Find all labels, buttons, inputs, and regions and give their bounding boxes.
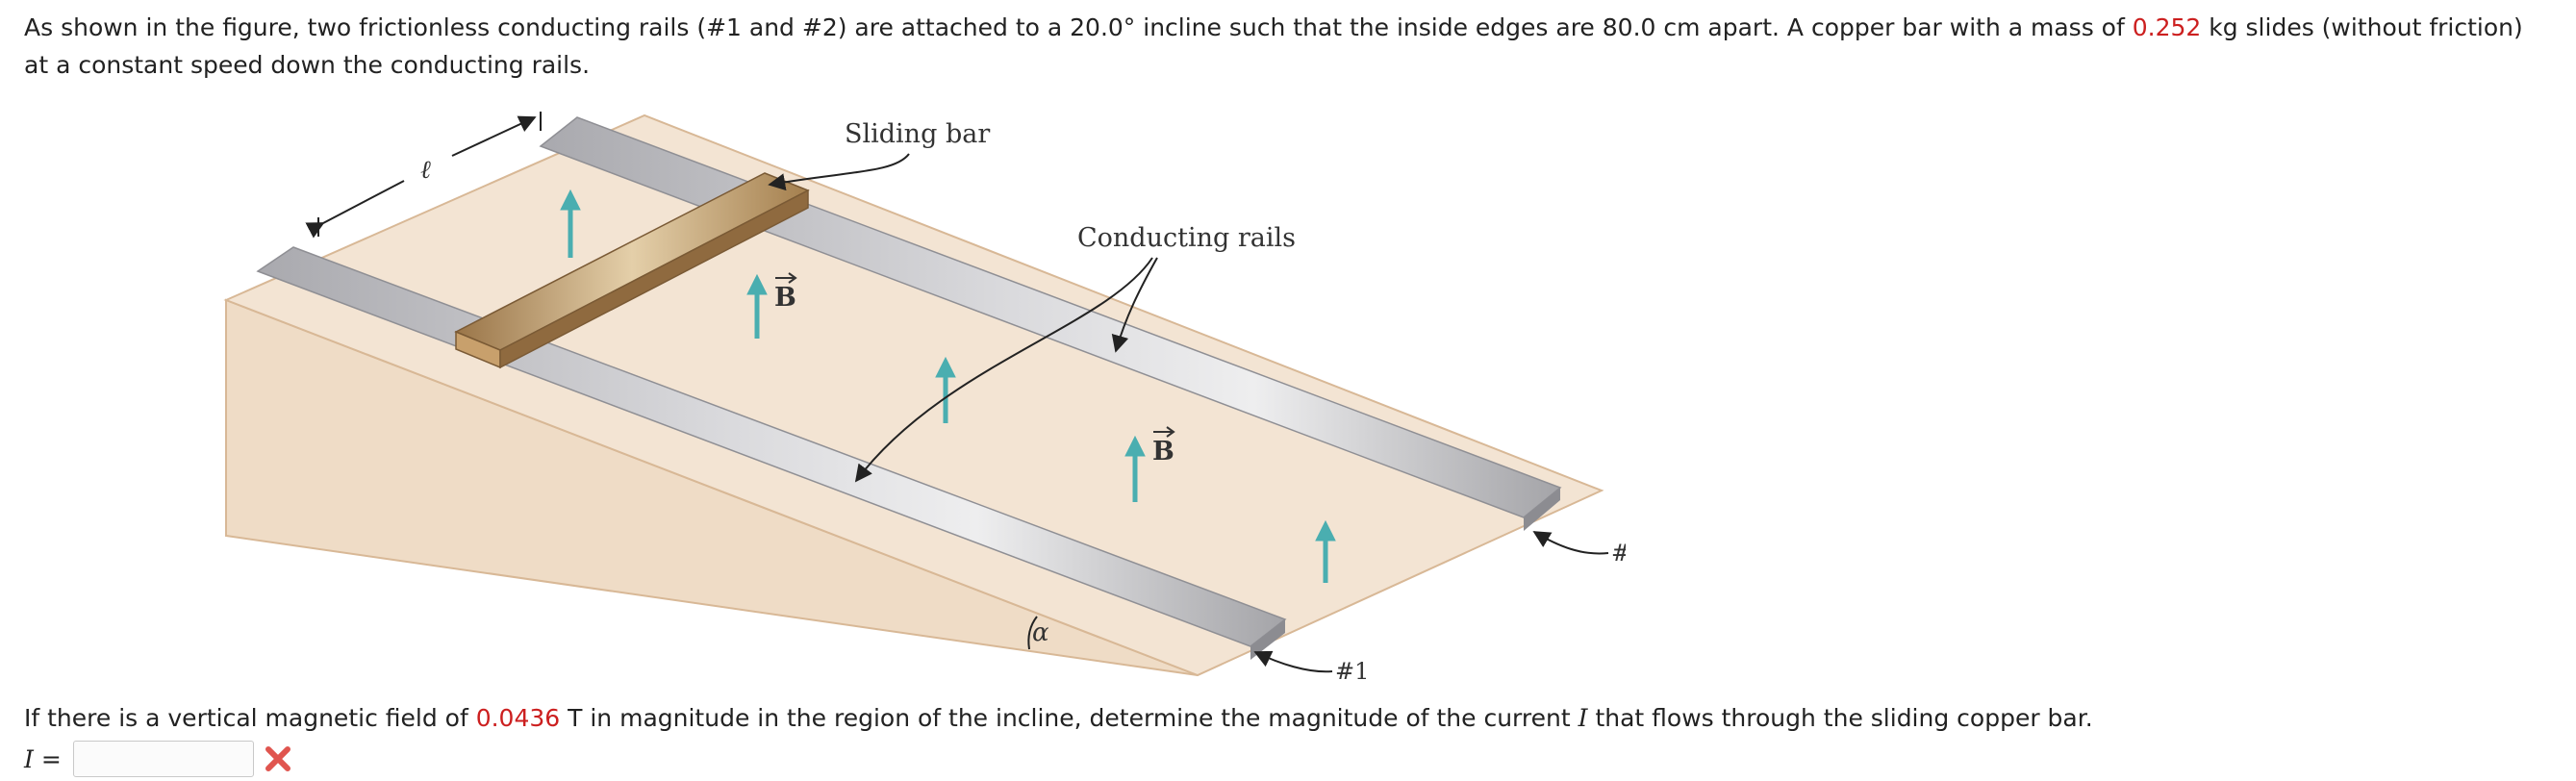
conducting-rails-label: Conducting rails (1077, 223, 1296, 253)
question-statement: If there is a vertical magnetic field of… (24, 699, 2554, 737)
angle-label: α (1032, 618, 1049, 647)
length-label: ℓ (420, 156, 431, 185)
answer-row: I = (24, 738, 294, 780)
field-arrows (560, 189, 1336, 583)
question-text-mid: T in magnitude in the region of the incl… (560, 704, 1578, 732)
field-arrow (560, 189, 581, 258)
rail-1-leader (1253, 650, 1333, 673)
sliding-bar-side (499, 189, 809, 369)
rail-2-leader (1532, 531, 1609, 555)
rail-2-end-face (1524, 488, 1560, 531)
x-mark-icon (265, 746, 290, 771)
field-arrow (1315, 519, 1336, 583)
rail-1-label: #1 (1335, 658, 1369, 685)
question-text-end: that flows through the sliding copper ba… (1587, 704, 2093, 732)
field-arrow (746, 273, 768, 339)
problem-text-start: As shown in the figure, two frictionless… (24, 13, 2133, 41)
sliding-bar-leader (768, 153, 910, 191)
svg-text:B: B (1152, 437, 1174, 466)
current-symbol: I (1578, 704, 1588, 732)
rails-leader-lower (854, 257, 1153, 483)
incline-rails-figure: B B Sliding bar Conducting rails ℓ α #1 … (223, 112, 1626, 685)
length-dimension (305, 112, 542, 239)
rails-leader-upper (1111, 257, 1158, 353)
field-arrow (1124, 435, 1146, 502)
angle-arc (1027, 616, 1038, 650)
svg-text:B: B (774, 283, 796, 313)
problem-statement: As shown in the figure, two frictionless… (24, 9, 2554, 84)
sliding-bar-label: Sliding bar (845, 119, 990, 149)
answer-equals: = (40, 744, 62, 773)
problem-text-end: kg slides (without friction) at a consta… (24, 13, 2523, 79)
question-text-start: If there is a vertical magnetic field of (24, 704, 476, 732)
mass-value: 0.252 (2132, 13, 2202, 41)
answer-input[interactable] (72, 741, 254, 777)
rail-1-end-face (1250, 619, 1285, 660)
field-value: 0.0436 (475, 704, 561, 732)
answer-label: I (24, 744, 34, 773)
b-field-label-2: B (1152, 426, 1175, 466)
b-field-label-1: B (774, 272, 797, 313)
rail-2-label: #2 (1611, 540, 1626, 567)
